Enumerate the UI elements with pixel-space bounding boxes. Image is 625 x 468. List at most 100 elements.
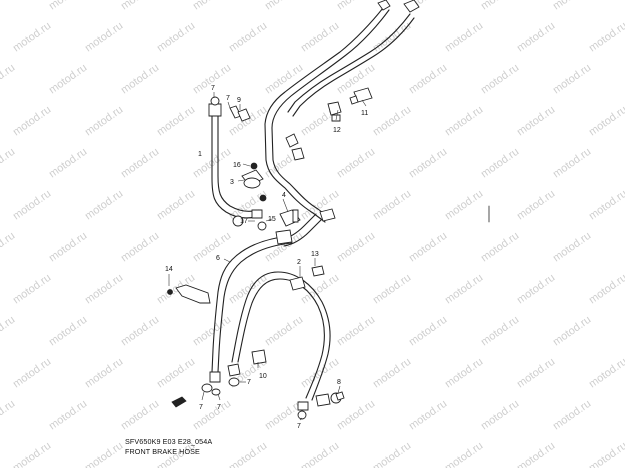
watermark-text: motod.ru [119,314,161,349]
watermark-text: motod.ru [83,356,125,391]
connector-parts [327,87,373,122]
brake-hose-2 [231,265,342,420]
watermark-text: motod.ru [11,104,53,139]
watermark-text: motod.ru [479,62,521,97]
watermark-text: motod.ru [515,188,557,223]
watermark-text: motod.ru [407,314,449,349]
watermark-text: motod.ru [443,440,485,468]
watermark-text: motod.ru [83,272,125,307]
watermark-text: motod.ru [191,0,233,12]
fittings-top [229,105,267,231]
callout-15: 15 [268,216,276,223]
watermark-text: motod.ru [443,188,485,223]
watermark-text: motod.ru [551,230,593,265]
diagram-title: FRONT BRAKE HOSE [125,447,200,456]
callout-10: 10 [259,373,267,380]
watermark-text: motod.ru [479,398,521,433]
callout-13: 13 [311,251,319,258]
callout-7a: 7 [211,85,215,92]
watermark-text: motod.ru [191,230,233,265]
diagram-code: SFV650K9 E03 E28_054A [125,437,213,446]
watermark-text: motod.ru [551,398,593,433]
watermark-text: motod.ru [587,440,625,468]
watermark-text: motod.ru [11,188,53,223]
callout-7f: 7 [297,423,301,430]
watermark-text: motod.ru [0,314,17,349]
callout-4: 4 [282,192,286,199]
watermark-text: motod.ru [191,314,233,349]
callout-12: 12 [333,127,341,134]
watermark-text: motod.ru [371,104,413,139]
watermark-text: motod.ru [479,314,521,349]
watermark-text: motod.ru [515,356,557,391]
callout-7d: 7 [217,404,221,411]
watermark-text: motod.ru [47,398,89,433]
watermark-text: motod.ru [0,146,17,181]
watermark-text: motod.ru [551,314,593,349]
watermark-text: motod.ru [227,440,269,468]
watermark-text: motod.ru [371,188,413,223]
watermark-text: motod.ru [263,62,305,97]
watermark-text: motod.ru [119,62,161,97]
watermark-text: motod.ru [47,0,89,12]
brake-hose-6 [201,229,293,393]
watermark-text: motod.ru [11,20,53,55]
watermark-text: motod.ru [407,230,449,265]
watermark-text: motod.ru [515,20,557,55]
watermark-text: motod.ru [119,398,161,433]
watermark-text: motod.ru [407,398,449,433]
watermark-text: motod.ru [47,62,89,97]
watermark-text: motod.ru [83,104,125,139]
watermark-text: motod.ru [0,230,17,265]
watermark-text: motod.ru [587,104,625,139]
watermark-text: motod.ru [479,230,521,265]
watermark-text: motod.ru [551,62,593,97]
watermark-text: motod.ru [551,146,593,181]
watermark-text: motod.ru [443,356,485,391]
callout-3: 3 [230,179,234,186]
watermark-text: motod.ru [83,440,125,468]
upper-brake-pipes [264,0,420,223]
watermark-text: motod.ru [587,272,625,307]
callout-leaders [168,92,367,421]
watermark-text: motod.ru [551,0,593,12]
watermark-text: motod.ru [0,62,17,97]
watermark-text: motod.ru [587,20,625,55]
watermark-text: motod.ru [191,398,233,433]
watermark-text: motod.ru [119,0,161,12]
watermark-text: motod.ru [407,146,449,181]
watermark-text: motod.ru [479,146,521,181]
watermark-text: motod.ru [155,188,197,223]
watermark-text: motod.ru [119,146,161,181]
brake-hose-1 [208,96,259,227]
watermark-text: motod.ru [335,146,377,181]
callout-11: 11 [361,110,368,117]
watermark-text: motod.ru [11,440,53,468]
watermark-text: motod.ru [227,188,269,223]
watermark-text: motod.ru [515,440,557,468]
watermark-text: motod.ru [263,0,305,12]
watermark-text: motod.ru [443,104,485,139]
watermark-text: motod.ru [11,272,53,307]
watermark-text: motod.ru [47,146,89,181]
watermark-text: motod.ru [587,356,625,391]
watermark-text: motod.ru [47,314,89,349]
callout-14: 14 [165,266,173,273]
watermark-text: motod.ru [335,230,377,265]
callout-7e: 7 [247,379,251,386]
watermark-text: motod.ru [371,440,413,468]
bracket-14 [167,284,211,304]
watermark-text: motod.ru [0,0,17,12]
watermark-text: motod.ru [0,398,17,433]
watermark-text: motod.ru [335,398,377,433]
watermark-text: motod.ru [11,356,53,391]
watermark-text: motod.ru [371,272,413,307]
watermark-text: motod.ru [263,314,305,349]
watermark-text: motod.ru [227,272,269,307]
watermark-text: motod.ru [299,440,341,468]
watermark-text: motod.ru [515,272,557,307]
watermark-text: motod.ru [155,356,197,391]
callout-7b: 7 [226,95,230,102]
watermark-text: motod.ru [227,20,269,55]
